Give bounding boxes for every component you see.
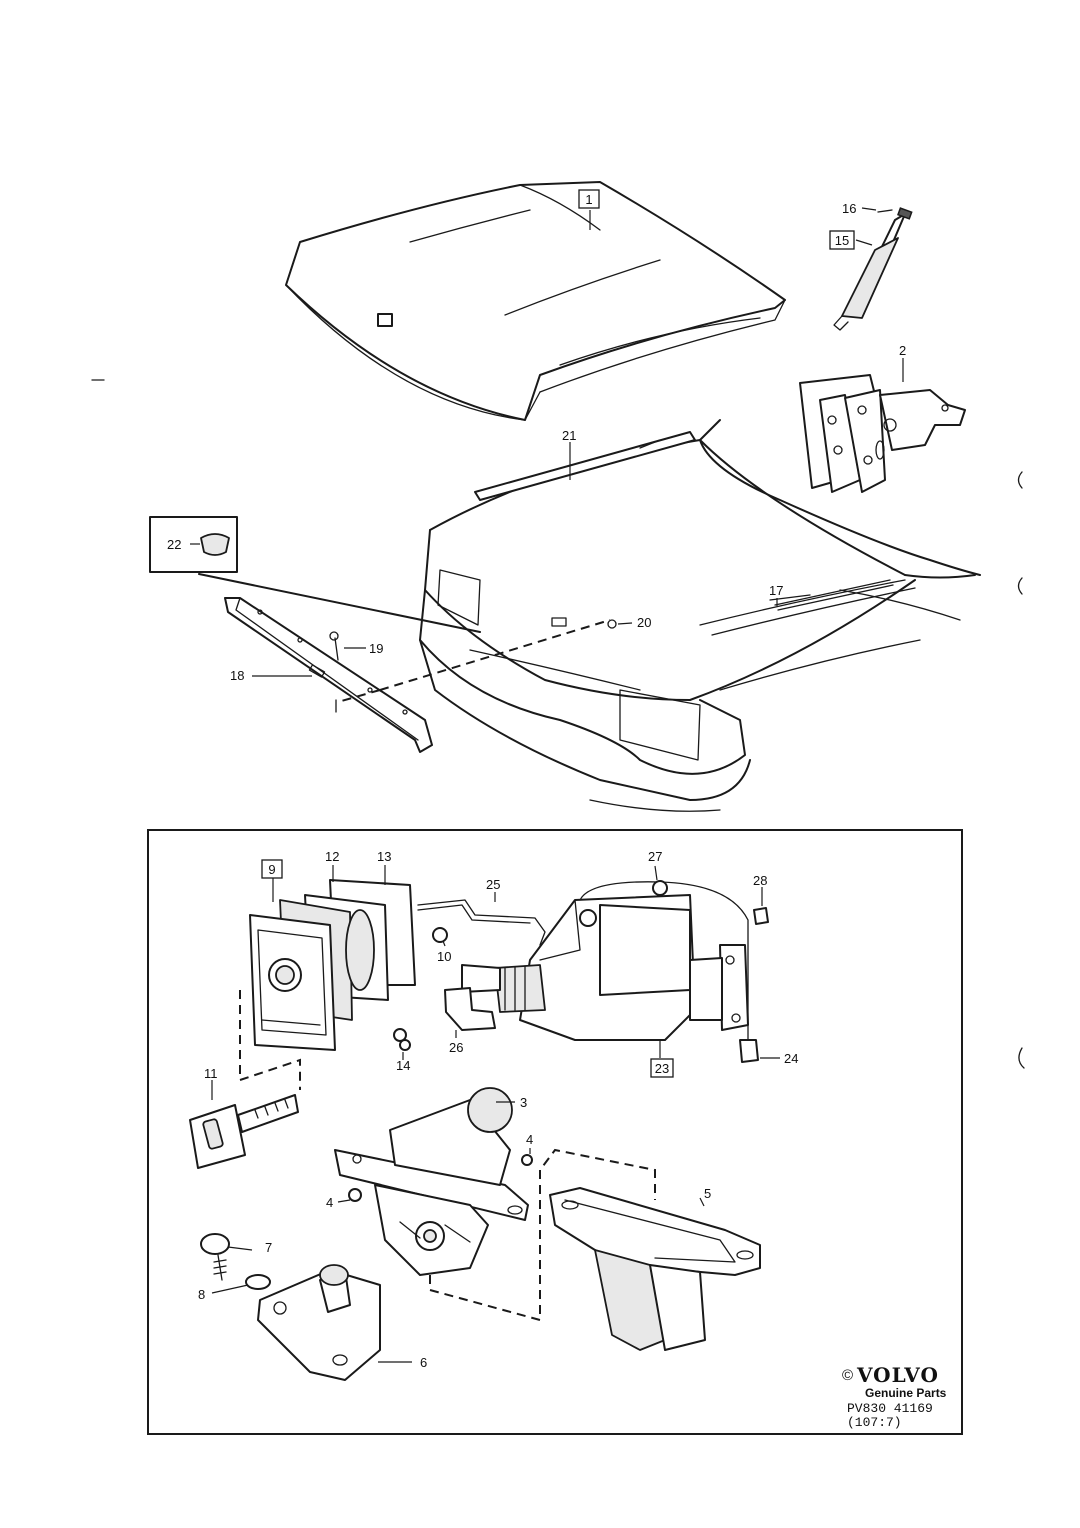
callout-6: 6 [420,1355,427,1370]
brand-logo: VOLVO [856,1363,939,1387]
callout-11: 11 [204,1066,218,1081]
central-locking-motor [461,894,749,1041]
callout-9: 9 [268,862,275,877]
trunk-latch [334,1087,533,1276]
part-code: PV830 41169 [847,1401,933,1416]
callout-23: 23 [655,1061,669,1076]
bolt-7 [200,1233,230,1281]
trunk-lid-panel [285,181,786,421]
callout-4b: 4 [326,1195,333,1210]
callout-14: 14 [396,1058,410,1073]
grommet [652,880,668,896]
callout-7: 7 [265,1240,272,1255]
callout-2: 2 [899,343,906,358]
callout-26: 26 [449,1040,463,1055]
key [189,1094,299,1169]
callout-15: 15 [835,233,849,248]
reference-code: (107:7) [847,1415,902,1430]
connector [739,1039,759,1063]
brand-subtitle: Genuine Parts [865,1386,947,1400]
lock-cylinder-housing [249,879,416,1051]
callout-21: 21 [562,428,576,443]
callout-22: 22 [167,537,181,552]
callout-17: 17 [769,583,783,598]
callout-18: 18 [230,668,244,683]
callout-24: 24 [784,1051,798,1066]
callout-20: 20 [637,615,651,630]
hinge-assembly [799,374,966,493]
copyright-mark: © [842,1367,853,1384]
callout-4a: 4 [526,1132,533,1147]
bracket [444,987,496,1031]
body-seal [774,579,891,606]
nut [432,927,448,943]
car-rear-body [419,419,981,812]
weatherstrip [474,431,696,501]
callout-1: 1 [585,192,592,207]
latch-plate [224,597,433,753]
clip-28 [753,907,769,925]
callout-28: 28 [753,873,767,888]
striker-plate [257,1264,381,1381]
gas-strut [833,207,913,331]
plug-box [149,516,481,633]
callout-13: 13 [377,849,391,864]
washer [245,1274,271,1290]
callout-25: 25 [486,877,500,892]
callout-5: 5 [704,1186,711,1201]
callout-27: 27 [648,849,662,864]
callout-10: 10 [437,949,451,964]
callout-8: 8 [198,1287,205,1302]
callout-19: 19 [369,641,383,656]
clip [607,619,617,629]
link-rod [417,899,546,946]
detail-frame [147,829,963,1435]
callout-3: 3 [520,1095,527,1110]
latch-cover [549,1187,761,1351]
callout-12: 12 [325,849,339,864]
callout-16: 16 [842,201,856,216]
bolt [393,1028,411,1051]
